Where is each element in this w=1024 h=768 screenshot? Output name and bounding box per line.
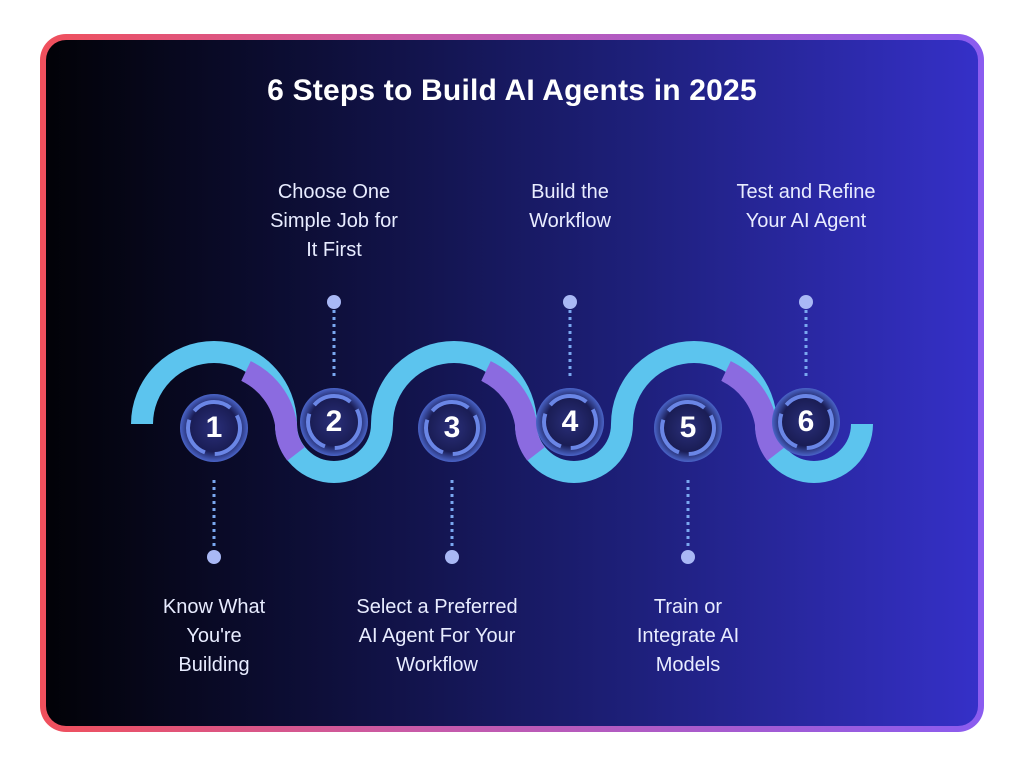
infographic-title: 6 Steps to Build AI Agents in 2025 (267, 74, 757, 107)
step-label-6: Test and Refine Your AI Agent (736, 181, 876, 232)
step-disc-4 (536, 388, 604, 456)
step-number-6: 6 (797, 405, 815, 438)
infographic-frame: 6 Steps to Build AI Agents in 2025 (40, 34, 984, 732)
infographic-panel: 6 Steps to Build AI Agents in 2025 (46, 40, 978, 726)
step-number-4: 4 (561, 405, 579, 438)
connector-up-2 (327, 295, 341, 380)
step-label-2: Choose One Simple Job for It First (270, 181, 398, 261)
step-number-2: 2 (325, 405, 343, 438)
step-number-5: 5 (679, 411, 697, 444)
step-disc-1 (180, 394, 248, 462)
wave-segment-purple-1 (240, 361, 306, 461)
wave-diagram (131, 295, 873, 564)
step-disc-5 (654, 394, 722, 462)
connector-down-3 (445, 480, 459, 564)
connector-down-5 (681, 480, 695, 564)
step-number-1: 1 (205, 411, 223, 444)
step-disc-6 (772, 388, 840, 456)
step-label-4: Build the Workflow (529, 181, 611, 232)
connector-up-6 (799, 295, 813, 380)
wave-segment-purple-2 (480, 361, 546, 461)
connector-up-4 (563, 295, 577, 380)
step-label-3: Select a Preferred AI Agent For Your Wor… (356, 596, 518, 676)
connector-down-1 (207, 480, 221, 564)
step-label-5: Train or Integrate AI Models (636, 596, 740, 676)
step-disc-3 (418, 394, 486, 462)
wave-segment-purple-3 (720, 361, 786, 461)
step-number-3: 3 (443, 411, 461, 444)
step-disc-2 (300, 388, 368, 456)
step-label-1: Know What You're Building (162, 596, 266, 676)
